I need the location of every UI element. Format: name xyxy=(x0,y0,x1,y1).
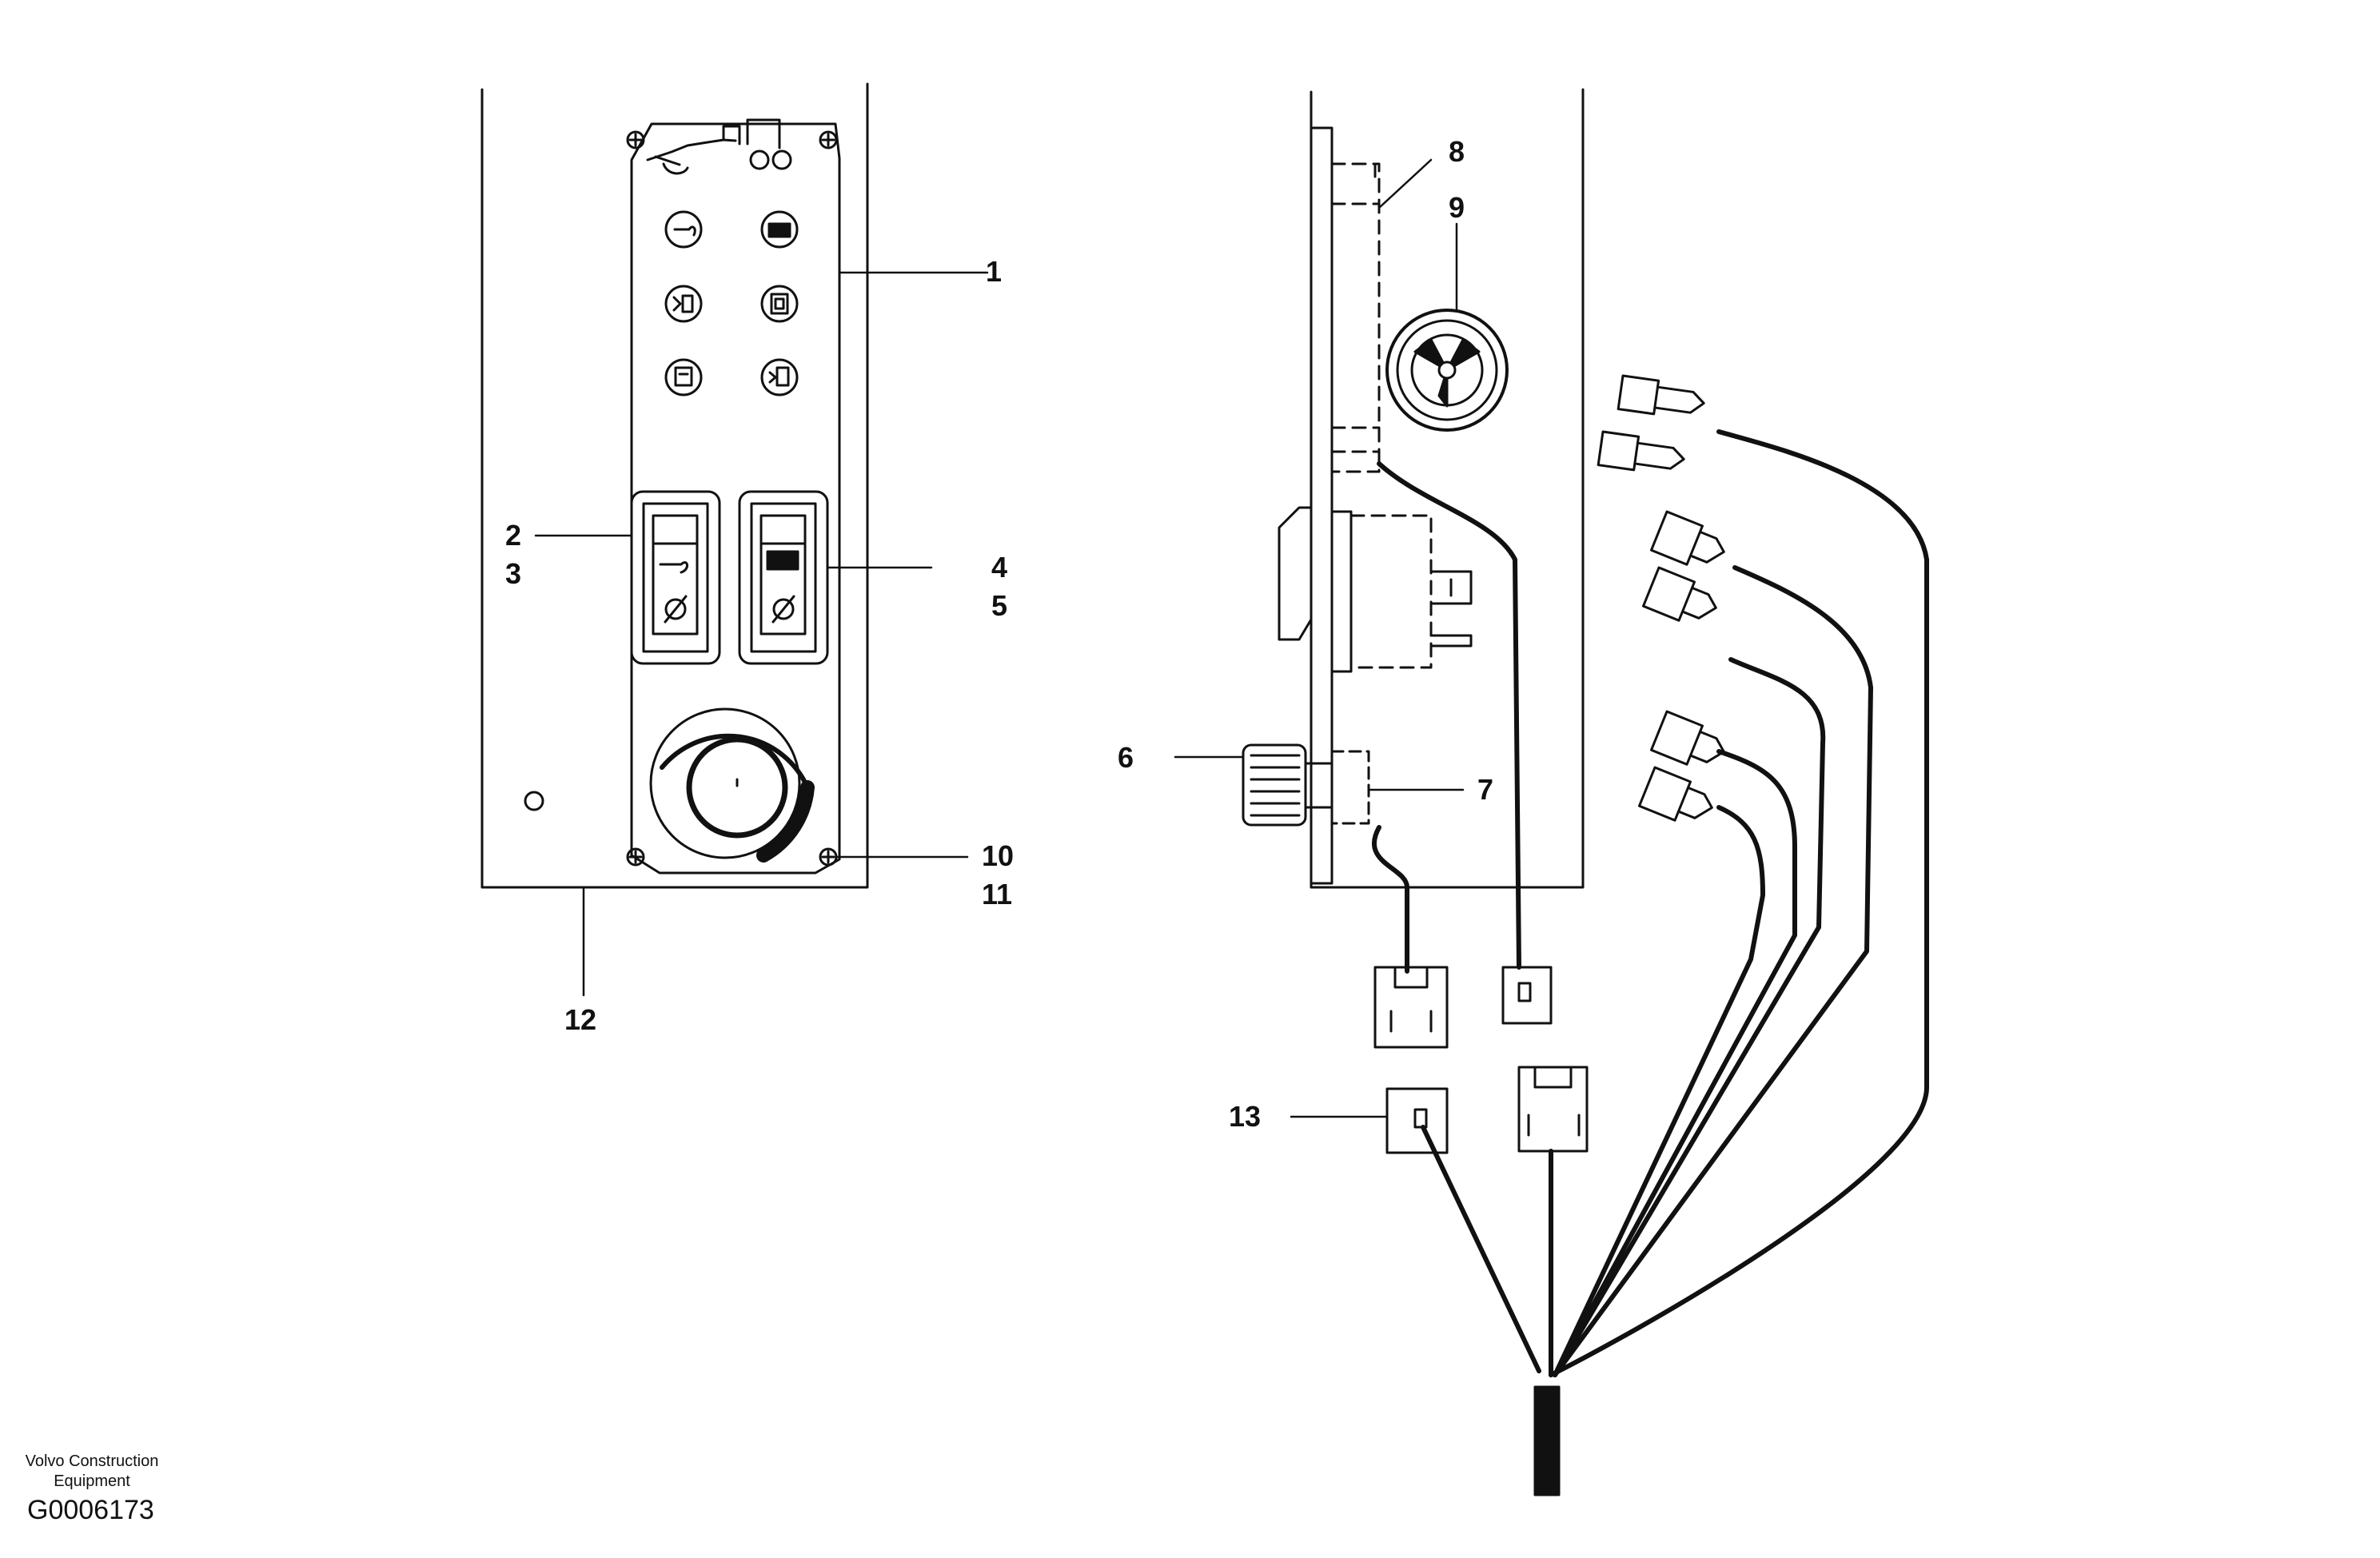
spade-terminals xyxy=(1597,374,1725,822)
callout-2: 2 xyxy=(505,519,521,552)
indicator-lamp-icon xyxy=(664,285,703,323)
callout-1: 1 xyxy=(986,255,1002,288)
side-plate-outline xyxy=(1310,88,1585,889)
mounting-plate-outline xyxy=(480,82,869,889)
indicator-lamp-icon xyxy=(664,358,703,396)
callout-9: 9 xyxy=(1449,191,1465,224)
callout-8: 8 xyxy=(1449,135,1465,168)
connectors xyxy=(1373,966,1589,1154)
off-symbol-icon xyxy=(664,598,687,620)
publisher-division: Equipment xyxy=(54,1472,130,1490)
buzzer-icon xyxy=(1385,309,1509,432)
indicator-lamp-icon xyxy=(760,358,799,396)
connector-plug xyxy=(1517,1066,1589,1153)
callout-labels: 1 2 3 4 5 6 7 8 9 10 11 12 13 xyxy=(505,135,1493,1133)
side-view xyxy=(1242,88,1929,1496)
drawing-id: G0006173 xyxy=(27,1495,154,1525)
indicator-lamp-icon xyxy=(760,210,799,249)
panel-edge xyxy=(1310,126,1334,885)
machine-logo-icon xyxy=(646,118,792,175)
rocker-switch-left xyxy=(630,490,721,665)
callout-13: 13 xyxy=(1229,1100,1261,1133)
potentiometer-side xyxy=(1330,750,1370,825)
off-symbol-icon xyxy=(772,598,795,620)
rotary-dial xyxy=(649,707,815,863)
callout-5: 5 xyxy=(991,589,1007,622)
connector-plug xyxy=(1385,1087,1449,1154)
rocker-switch-side xyxy=(1278,506,1473,673)
connector-plug xyxy=(1373,966,1449,1049)
connector-plug xyxy=(1501,966,1553,1025)
buzzer-housing xyxy=(1330,162,1381,473)
indicator-lamp-icon xyxy=(760,285,799,323)
dial-knob-side xyxy=(1242,743,1334,827)
callout-6: 6 xyxy=(1118,741,1134,774)
callout-3: 3 xyxy=(505,557,521,590)
instrument-panel-outline xyxy=(630,122,841,875)
beacon-symbol-icon xyxy=(659,561,688,574)
rocker-switch-right xyxy=(738,490,829,665)
work-light-symbol-icon xyxy=(766,550,799,571)
publisher-credit: Volvo Construction Equipment xyxy=(0,1452,184,1492)
front-panel-view xyxy=(480,82,869,889)
plate-hole xyxy=(524,791,544,811)
publisher-name: Volvo Construction xyxy=(25,1452,159,1470)
indicator-lamps xyxy=(664,210,799,396)
callout-7: 7 xyxy=(1477,773,1493,806)
callout-10: 10 xyxy=(982,839,1014,872)
callout-12: 12 xyxy=(564,1003,596,1036)
callout-4: 4 xyxy=(991,551,1007,584)
corner-screws xyxy=(626,130,838,867)
cable-sleeve xyxy=(1533,1385,1561,1496)
callout-11: 11 xyxy=(982,878,1012,910)
harness-wires xyxy=(1371,429,1929,1377)
leader-lines xyxy=(534,158,1465,1118)
indicator-lamp-icon xyxy=(664,210,703,249)
